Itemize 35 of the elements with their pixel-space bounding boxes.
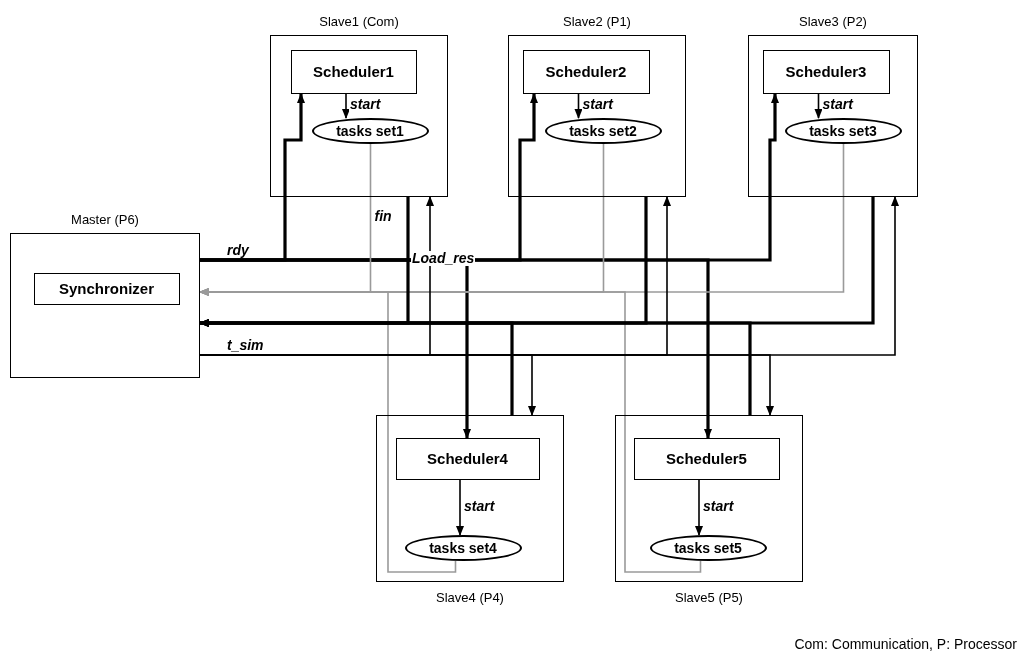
- footnote: Com: Communication, P: Processor: [794, 636, 1017, 652]
- task-ellipse: tasks set1: [311, 117, 429, 144]
- edge-label: start: [821, 97, 854, 112]
- edge-label: start: [702, 498, 735, 514]
- box-title: Slave3 (P2): [799, 14, 867, 29]
- scheduler-box: Scheduler4: [395, 437, 540, 480]
- arrow: [342, 93, 350, 119]
- edge-label: start: [463, 498, 496, 514]
- edge-label: Load_res: [411, 251, 476, 266]
- arrow: [574, 93, 583, 119]
- scheduler-box: Scheduler1: [290, 49, 417, 94]
- arrow: [199, 288, 702, 573]
- arrow: [199, 319, 752, 415]
- task-ellipse: tasks set2: [544, 117, 662, 144]
- edge-label: fin: [373, 209, 393, 224]
- arrow: [200, 258, 712, 439]
- edge-label: start: [581, 97, 614, 112]
- scheduler-box: Scheduler5: [633, 437, 780, 480]
- task-ellipse: tasks set4: [404, 534, 522, 561]
- arrow: [456, 479, 464, 536]
- scheduler-box: Synchronizer: [33, 272, 180, 305]
- scheduler-box: Scheduler3: [762, 49, 890, 94]
- arrow: [814, 93, 823, 119]
- box-title: Slave4 (P4): [436, 590, 504, 605]
- edge-label: t_sim: [226, 338, 265, 353]
- box-title: Master (P6): [71, 212, 139, 227]
- box-title: Slave2 (P1): [563, 14, 631, 29]
- edge-label: start: [349, 97, 382, 112]
- arrow: [695, 479, 703, 536]
- box-title: Slave1 (Com): [319, 14, 399, 29]
- scheduler-box: Scheduler2: [522, 49, 650, 94]
- box-title: Slave5 (P5): [675, 590, 743, 605]
- edge-label: rdy: [226, 243, 250, 258]
- task-ellipse: tasks set5: [649, 534, 767, 561]
- task-ellipse: tasks set3: [784, 117, 902, 144]
